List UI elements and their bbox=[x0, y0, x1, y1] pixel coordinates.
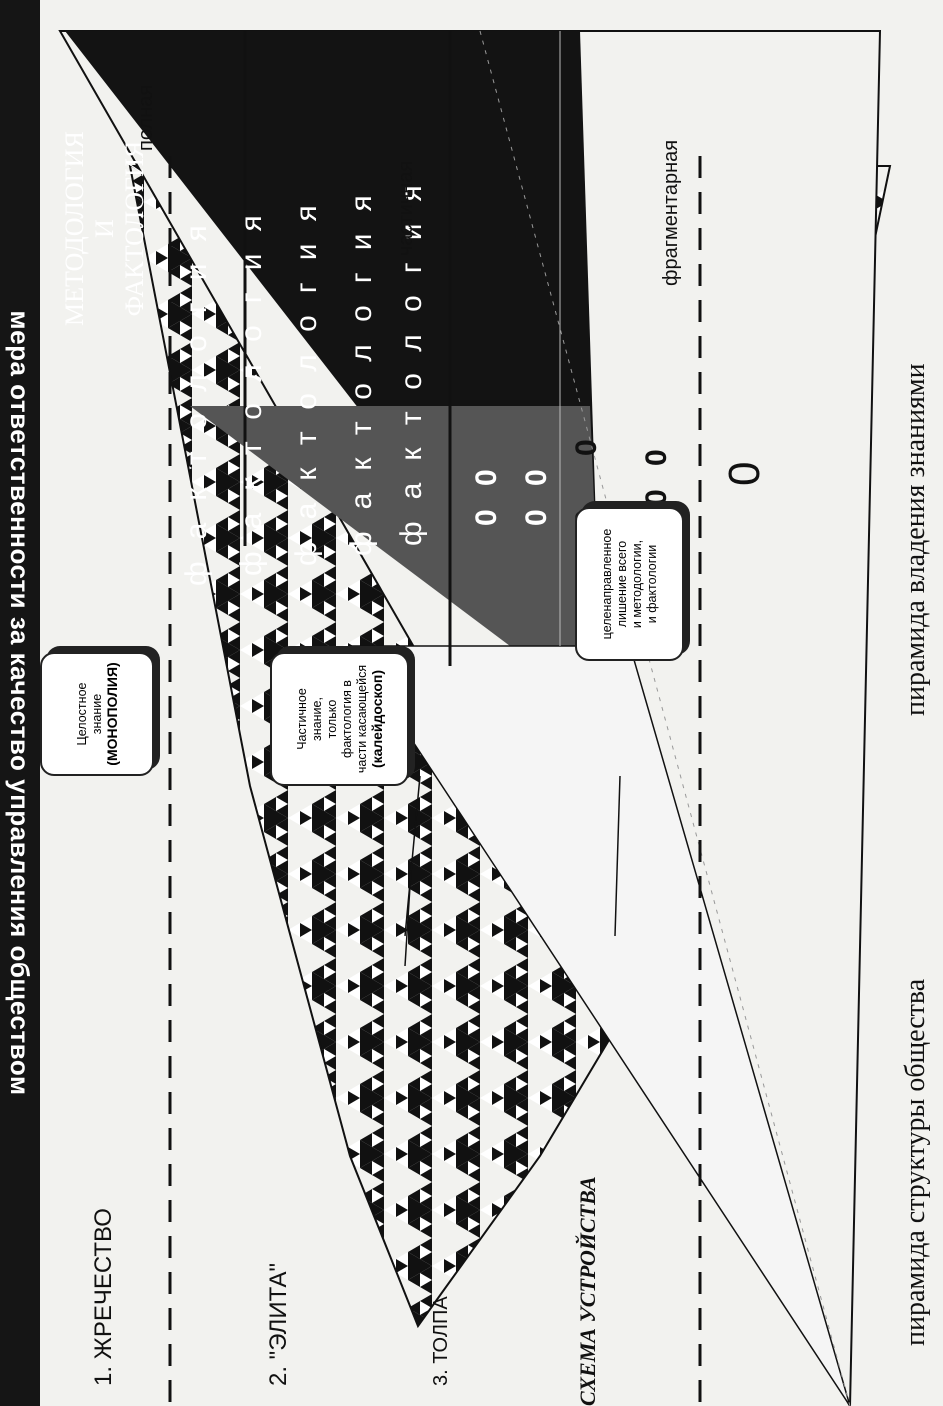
zero-9: 0 bbox=[720, 462, 770, 486]
banner: мера ответственности за качество управле… bbox=[0, 0, 40, 1406]
bubble-deprivation: целенаправленное лишение всего и методол… bbox=[575, 507, 684, 661]
bubble-partial-l4: фактология в bbox=[340, 680, 355, 758]
zero-7: 0 bbox=[640, 489, 674, 506]
label-line-1: МЕТОДОЛОГИЯ bbox=[60, 131, 90, 326]
bubble-partial-l5: части касающейся bbox=[355, 665, 370, 773]
bubble-deprive-l3: и методологии, bbox=[630, 540, 645, 628]
zero-4: 0 bbox=[470, 469, 504, 486]
fakt-row-4: фактология bbox=[345, 173, 379, 556]
zero-5: 0 bbox=[520, 469, 554, 486]
fakt-row-3: фактология bbox=[290, 183, 324, 566]
bubble-partial-l3: только bbox=[325, 700, 340, 739]
level-crowd: 3. ТОЛПА bbox=[430, 1296, 453, 1386]
zero-6: 0 bbox=[570, 439, 604, 456]
fakt-row-1: фактология bbox=[180, 203, 214, 586]
bubble-monopoly-l1: Целостное bbox=[75, 683, 90, 746]
zero-8: 0 bbox=[640, 449, 674, 466]
fakt-row-2: фактология bbox=[235, 193, 269, 576]
bubble-partial: Частичное знание, только фактология в ча… bbox=[270, 652, 409, 786]
bubble-deprive-l2: лишение всего bbox=[615, 541, 630, 628]
level-elite: 2. "ЭЛИТА" bbox=[265, 1263, 293, 1386]
bubble-monopoly-l3: (МОНОПОЛИЯ) bbox=[105, 662, 120, 765]
bubble-partial-l6: (калейдоскоп) bbox=[370, 670, 385, 768]
bubble-monopoly-l2: знание bbox=[90, 694, 105, 734]
bubble-partial-l1: Частичное bbox=[295, 688, 310, 750]
label-line-3: ФАКТОЛОГИЯ bbox=[120, 131, 150, 326]
bubble-partial-l2: знание, bbox=[310, 697, 325, 741]
bubble-deprive-l4: и фактологии bbox=[645, 545, 660, 623]
society-pyramid-caption: пирамида структуры общества bbox=[900, 979, 932, 1346]
label-line-2: И bbox=[90, 131, 120, 326]
responsibility-partial: частичная bbox=[395, 161, 418, 256]
responsibility-full: полная bbox=[135, 85, 158, 151]
scheme-title: СХЕМА УСТРОЙСТВА bbox=[575, 1176, 601, 1406]
bubble-deprive-l1: целенаправленное bbox=[600, 529, 615, 640]
zero-2: 0 bbox=[520, 509, 554, 526]
methodology-label: МЕТОДОЛОГИЯ И ФАКТОЛОГИЯ bbox=[60, 131, 150, 326]
banner-text: мера ответственности за качество управле… bbox=[5, 310, 36, 1095]
zero-1: 0 bbox=[470, 509, 504, 526]
responsibility-fragmentary: фрагментарная bbox=[660, 140, 683, 286]
bubble-monopoly: Целостное знание (МОНОПОЛИЯ) bbox=[40, 652, 154, 776]
level-priesthood: 1. ЖРЕЧЕСТВО bbox=[90, 1208, 118, 1386]
knowledge-pyramid-caption: пирамида владения знаниями bbox=[900, 363, 932, 716]
